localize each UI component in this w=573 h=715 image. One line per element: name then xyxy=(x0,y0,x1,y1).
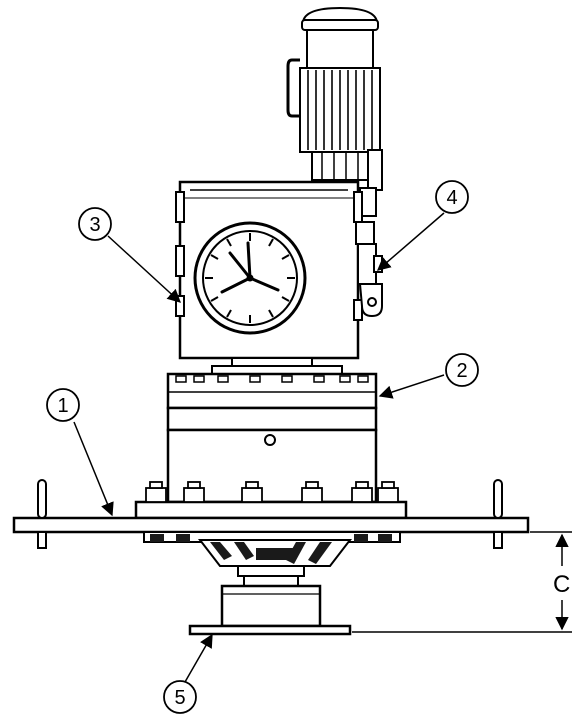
agitator-hub xyxy=(143,531,401,587)
dimension-label: C xyxy=(553,571,570,598)
callout-5: 5 xyxy=(163,680,197,714)
svg-text:3: 3 xyxy=(89,214,100,236)
callout-4: 4 xyxy=(435,180,469,214)
callout-1: 1 xyxy=(46,388,80,422)
switch-bracket xyxy=(355,221,383,318)
dial-gauge-icon xyxy=(193,221,307,335)
dimension-c xyxy=(352,531,572,633)
svg-text:2: 2 xyxy=(456,360,467,382)
callout-2: 2 xyxy=(445,353,479,387)
leader-lines xyxy=(73,212,445,683)
svg-text:1: 1 xyxy=(57,395,68,417)
mounting-flange xyxy=(134,481,408,520)
motor xyxy=(286,6,383,217)
svg-text:4: 4 xyxy=(446,187,457,209)
callout-3: 3 xyxy=(78,207,112,241)
svg-text:5: 5 xyxy=(174,687,185,709)
foot-pad xyxy=(188,584,352,636)
gearbox xyxy=(166,357,378,504)
flange-bolts xyxy=(145,481,399,503)
